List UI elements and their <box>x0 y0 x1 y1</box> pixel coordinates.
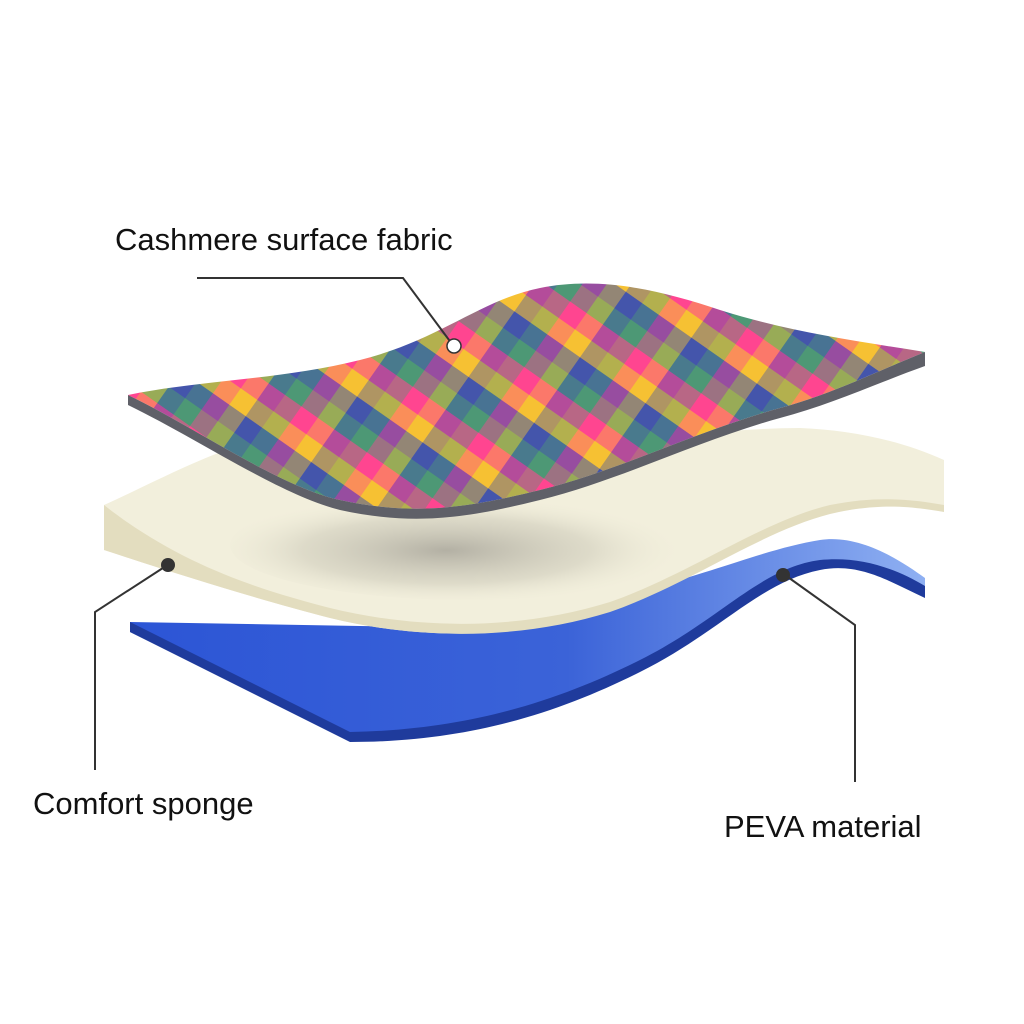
peva-leader-line <box>784 574 856 782</box>
peva-marker-dot <box>776 568 790 582</box>
peva-layer-edge <box>130 559 925 742</box>
leader-lines <box>94 277 856 782</box>
sponge-shadow <box>230 490 710 600</box>
fabric-label: Cashmere surface fabric <box>115 222 453 257</box>
peva-layer <box>130 539 925 742</box>
fabric-layer-surface <box>128 283 925 509</box>
fabric-leader-line <box>197 277 453 345</box>
peva-label: PEVA material <box>724 809 922 844</box>
fabric-marker-dot <box>446 338 462 354</box>
peva-layer-top <box>130 539 925 740</box>
sponge-label: Comfort sponge <box>33 786 254 821</box>
sponge-leader-line <box>94 565 167 770</box>
sponge-marker-dot <box>161 558 175 572</box>
fabric-layer <box>128 283 925 519</box>
